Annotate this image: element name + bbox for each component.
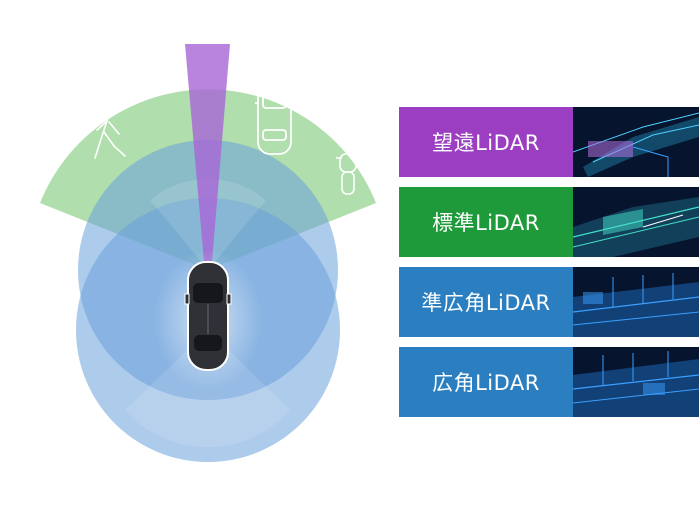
legend-item-standard: 標準LiDAR (399, 187, 699, 257)
legend-label-wide: 広角LiDAR (399, 347, 573, 417)
pedestrian-icon (94, 105, 126, 159)
legend-item-wide: 広角LiDAR (399, 347, 699, 417)
legend-item-telephoto: 望遠LiDAR (399, 107, 699, 177)
legend-item-semi-wide: 準広角LiDAR (399, 267, 699, 337)
telephoto-lidar-beam (185, 44, 230, 262)
semi-wide-lidar-pointcloud-image (573, 267, 699, 337)
wide-lidar-pointcloud-image (573, 347, 699, 417)
legend-label-standard: 標準LiDAR (399, 187, 573, 257)
legend-label-semi-wide: 準広角LiDAR (399, 267, 573, 337)
bicycle-icon (336, 143, 360, 195)
lidar-coverage-diagram (40, 44, 376, 462)
car-icon (255, 79, 294, 155)
telephoto-lidar-pointcloud-image (573, 107, 699, 177)
legend-label-telephoto: 望遠LiDAR (399, 107, 573, 177)
standard-lidar-pointcloud-image (573, 187, 699, 257)
ego-car-icon (184, 261, 232, 371)
